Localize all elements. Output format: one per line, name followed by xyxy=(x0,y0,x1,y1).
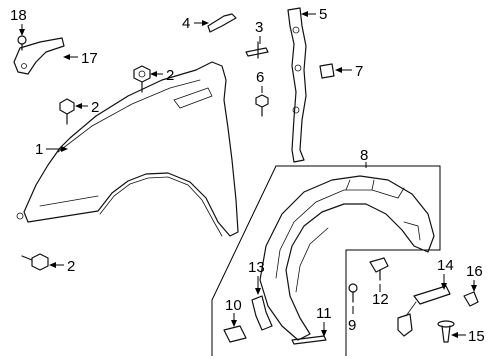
screw-part-9 xyxy=(348,283,358,303)
bolt-part-6 xyxy=(255,94,269,117)
clip-part-16 xyxy=(463,291,479,307)
clip-part-3 xyxy=(245,41,269,59)
callout-18: 18 xyxy=(10,7,27,24)
bracket-part-17 xyxy=(13,37,65,75)
pad-part-7 xyxy=(319,63,335,79)
bracket-part-4 xyxy=(207,13,237,33)
callout-15: 15 xyxy=(468,328,485,345)
callout-16: 16 xyxy=(466,263,483,280)
bracket-part-14 xyxy=(397,285,451,337)
clip-part-18 xyxy=(17,35,27,51)
callout-2a: 2 xyxy=(166,67,174,84)
callout-2c: 2 xyxy=(67,258,75,275)
callout-1: 1 xyxy=(35,141,43,158)
bracket-part-5 xyxy=(287,7,307,163)
clip-part-12 xyxy=(369,257,389,281)
callout-8: 8 xyxy=(360,147,368,164)
callout-17: 17 xyxy=(81,50,98,67)
callout-5: 5 xyxy=(319,6,327,23)
wheelhouse-liner-part-8 xyxy=(259,175,435,341)
callout-3: 3 xyxy=(255,19,263,36)
liner-group-box xyxy=(211,165,441,356)
bolt-part-2-middle xyxy=(59,98,75,125)
bracket-part-13 xyxy=(251,295,273,331)
bolt-part-2-lower xyxy=(21,253,49,271)
callout-11: 11 xyxy=(316,305,332,322)
callout-9: 9 xyxy=(348,317,356,334)
bolt-part-2-upper xyxy=(133,65,151,93)
callout-7: 7 xyxy=(355,63,363,80)
callout-14: 14 xyxy=(437,257,454,274)
callout-10: 10 xyxy=(225,297,242,314)
callout-2b: 2 xyxy=(91,99,99,116)
callout-4: 4 xyxy=(182,15,190,32)
callout-6: 6 xyxy=(256,69,264,86)
callout-12: 12 xyxy=(372,291,389,308)
callout-13: 13 xyxy=(248,259,265,276)
strip-part-11 xyxy=(291,335,327,345)
fender-part-1 xyxy=(16,61,239,237)
pushpin-part-15 xyxy=(437,320,455,343)
pad-part-10 xyxy=(223,325,247,343)
